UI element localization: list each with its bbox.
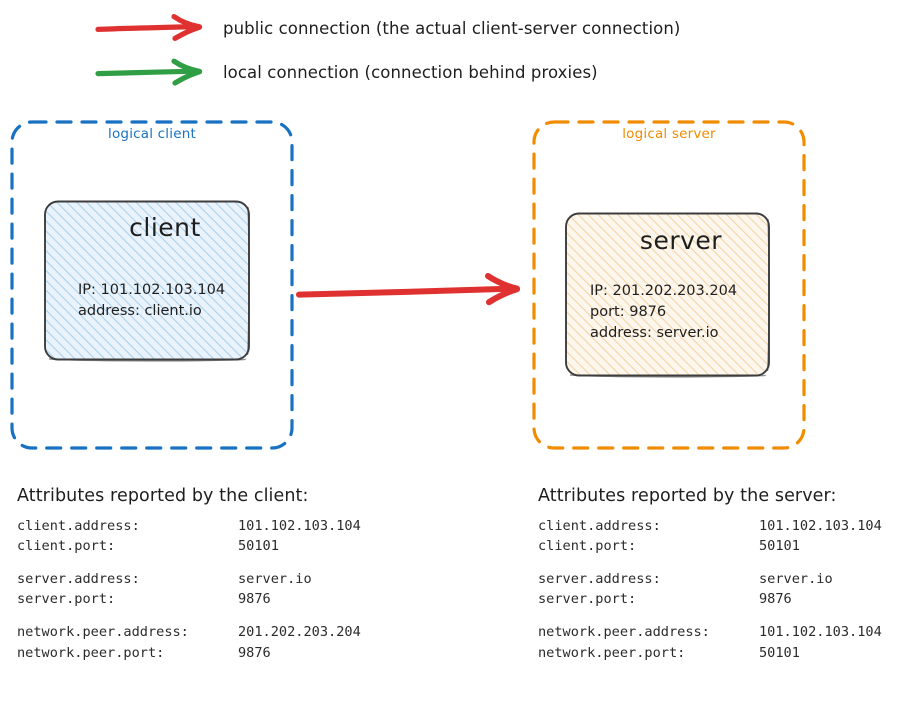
attr-key: server.address: (538, 571, 661, 588)
server-prop-address: address: server.io (590, 325, 719, 342)
attributes-client-tbody: client.address: 101.102.103.104 client.p… (17, 516, 361, 663)
client-node-properties: IP: 101.102.103.104 address: client.io (78, 280, 225, 322)
client-prop-ip: IP: 101.102.103.104 (78, 282, 226, 298)
attr-value: 201.202.203.204 (238, 624, 361, 641)
attributes-server-heading: Attributes reported by the server: (538, 486, 837, 506)
attr-key: network.peer.address: (538, 624, 710, 641)
client-node-title: client (129, 213, 201, 242)
attributes-client-heading: Attributes reported by the client: (17, 486, 309, 506)
table-row-spacer (17, 609, 361, 622)
red-arrow-icon (95, 14, 203, 41)
client-node-surface (44, 200, 250, 362)
client-prop-address: address: client.io (78, 303, 202, 320)
table-row: client.port: 50101 (538, 536, 882, 556)
attr-key: client.port: (538, 538, 637, 555)
attributes-server-tbody: client.address: 101.102.103.104 client.p… (538, 516, 882, 663)
logical-server-dashed-border (532, 120, 806, 450)
legend-item-local-connection: local connection (connection behind prox… (95, 55, 598, 89)
server-node[interactable]: server IP: 201.202.203.204 port: 9876 ad… (563, 210, 772, 378)
attr-key: client.address: (17, 518, 140, 534)
legend-label-local-connection: local connection (connection behind prox… (223, 62, 598, 82)
server-node-properties: IP: 201.202.203.204 port: 9876 address: … (590, 281, 737, 344)
table-row-spacer (538, 556, 882, 569)
server-prop-ip: IP: 201.202.203.204 (590, 283, 738, 299)
server-node-surface (565, 212, 770, 378)
table-row-spacer (17, 556, 361, 569)
attr-key: server.port: (538, 591, 637, 608)
attr-value: 101.102.103.104 (759, 518, 882, 534)
legend-label-public-connection: public connection (the actual client-ser… (223, 18, 681, 38)
attr-value: 50101 (759, 538, 800, 555)
logical-client-dashed-border (10, 120, 294, 450)
attr-key: network.peer.port: (17, 644, 165, 661)
attr-value: 9876 (238, 644, 271, 661)
attributes-server-table: client.address: 101.102.103.104 client.p… (538, 516, 882, 663)
client-node[interactable]: client IP: 101.102.103.104 address: clie… (42, 198, 252, 362)
attr-value: server.io (238, 571, 312, 588)
server-node-title: server (639, 226, 723, 255)
attributes-reported-by-server: Attributes reported by the server: clien… (538, 486, 882, 663)
attr-key: client.port: (17, 538, 116, 555)
table-row: network.peer.port: 9876 (17, 643, 361, 663)
attributes-client-table: client.address: 101.102.103.104 client.p… (17, 516, 361, 663)
table-row: client.address: 101.102.103.104 (538, 516, 882, 536)
server-node-content: server IP: 201.202.203.204 port: 9876 ad… (563, 210, 772, 378)
green-arrow-icon (95, 58, 203, 86)
attr-key: client.address: (538, 518, 661, 534)
table-row-spacer (538, 609, 882, 622)
table-row: server.port: 9876 (17, 589, 361, 609)
attr-value: 50101 (238, 538, 279, 555)
attr-value: 101.102.103.104 (238, 518, 361, 534)
attr-value: server.io (759, 571, 833, 588)
attr-key: network.peer.port: (538, 644, 686, 661)
client-node-content: client IP: 101.102.103.104 address: clie… (42, 198, 252, 362)
table-row: network.peer.address: 201.202.203.204 (17, 622, 361, 642)
table-row: client.address: 101.102.103.104 (17, 516, 361, 536)
public-connection-arrow (296, 273, 520, 306)
attr-key: network.peer.address: (17, 624, 189, 641)
attr-key: server.address: (17, 571, 140, 588)
attr-value: 9876 (238, 591, 271, 608)
server-prop-port: port: 9876 (590, 304, 667, 321)
table-row: network.peer.port: 50101 (538, 643, 882, 663)
table-row: server.port: 9876 (538, 589, 882, 609)
attr-value: 101.102.103.104 (759, 624, 882, 641)
legend-item-public-connection: public connection (the actual client-ser… (95, 11, 680, 45)
table-row: client.port: 50101 (17, 536, 361, 556)
table-row: server.address: server.io (538, 569, 882, 589)
attr-key: server.port: (17, 591, 116, 608)
table-row: server.address: server.io (17, 569, 361, 589)
attr-value: 50101 (759, 644, 800, 661)
attr-value: 9876 (759, 591, 792, 608)
table-row: network.peer.address: 101.102.103.104 (538, 622, 882, 642)
attributes-reported-by-client: Attributes reported by the client: clien… (17, 486, 361, 663)
